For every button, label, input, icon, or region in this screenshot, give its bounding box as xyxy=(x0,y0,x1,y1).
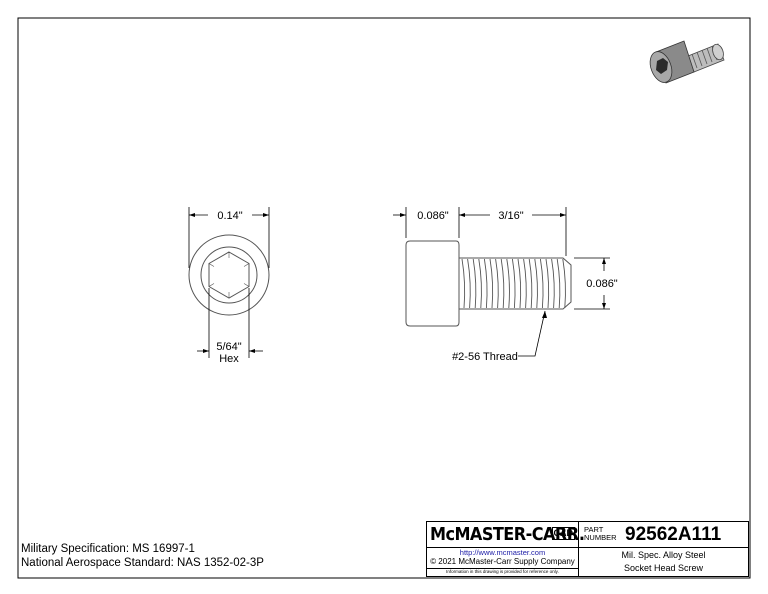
brand-logo: McMASTER-CARR. CAD xyxy=(427,522,585,548)
thread-length-dim: 3/16" xyxy=(498,210,523,222)
thread-lines xyxy=(461,258,566,309)
counterbore-outline xyxy=(200,246,258,304)
description-line2: Socket Head Screw xyxy=(623,563,704,573)
screw-thumbnail-icon xyxy=(649,40,725,84)
aerospace-standard-note: National Aerospace Standard: NAS 1352-02… xyxy=(21,557,264,569)
end-view xyxy=(188,207,270,358)
military-spec-note: Military Specification: MS 16997-1 xyxy=(21,543,195,555)
part-label-line1: PART xyxy=(584,525,604,534)
part-number-label: PART NUMBER xyxy=(584,526,617,542)
thread-envelope xyxy=(459,257,572,310)
title-block: McMASTER-CARR. CAD http://www.mcmaster.c… xyxy=(426,521,749,577)
part-description: Mil. Spec. Alloy Steel Socket Head Screw xyxy=(579,548,748,576)
part-number-cell: PART NUMBER 92562A111 xyxy=(579,522,748,548)
copyright-text: © 2021 McMaster-Carr Supply Company xyxy=(430,557,575,566)
hex-socket xyxy=(208,251,250,299)
brand-name: McMASTER-CARR. xyxy=(430,525,585,545)
head-diameter-dim: 0.14" xyxy=(217,210,242,222)
head-outline xyxy=(188,234,270,316)
screw-head-side xyxy=(405,240,460,327)
website-link[interactable]: http://www.mcmaster.com xyxy=(459,548,546,557)
thread-diameter-dim: 0.086" xyxy=(586,278,618,290)
hex-label: Hex xyxy=(219,353,239,365)
thread-callout: #2-56 Thread xyxy=(452,351,518,363)
disclaimer-text: Information in this drawing is provided … xyxy=(427,568,578,575)
side-view xyxy=(393,207,610,357)
drawing-border xyxy=(17,17,751,579)
part-number: 92562A111 xyxy=(625,524,722,545)
head-height-dim: 0.086" xyxy=(417,210,449,222)
cad-icon: CAD xyxy=(551,527,575,540)
part-label-line2: NUMBER xyxy=(584,533,617,542)
company-info: http://www.mcmaster.com © 2021 McMaster-… xyxy=(427,548,579,576)
hex-size-dim: 5/64" xyxy=(216,341,241,353)
description-line1: Mil. Spec. Alloy Steel xyxy=(621,550,706,560)
